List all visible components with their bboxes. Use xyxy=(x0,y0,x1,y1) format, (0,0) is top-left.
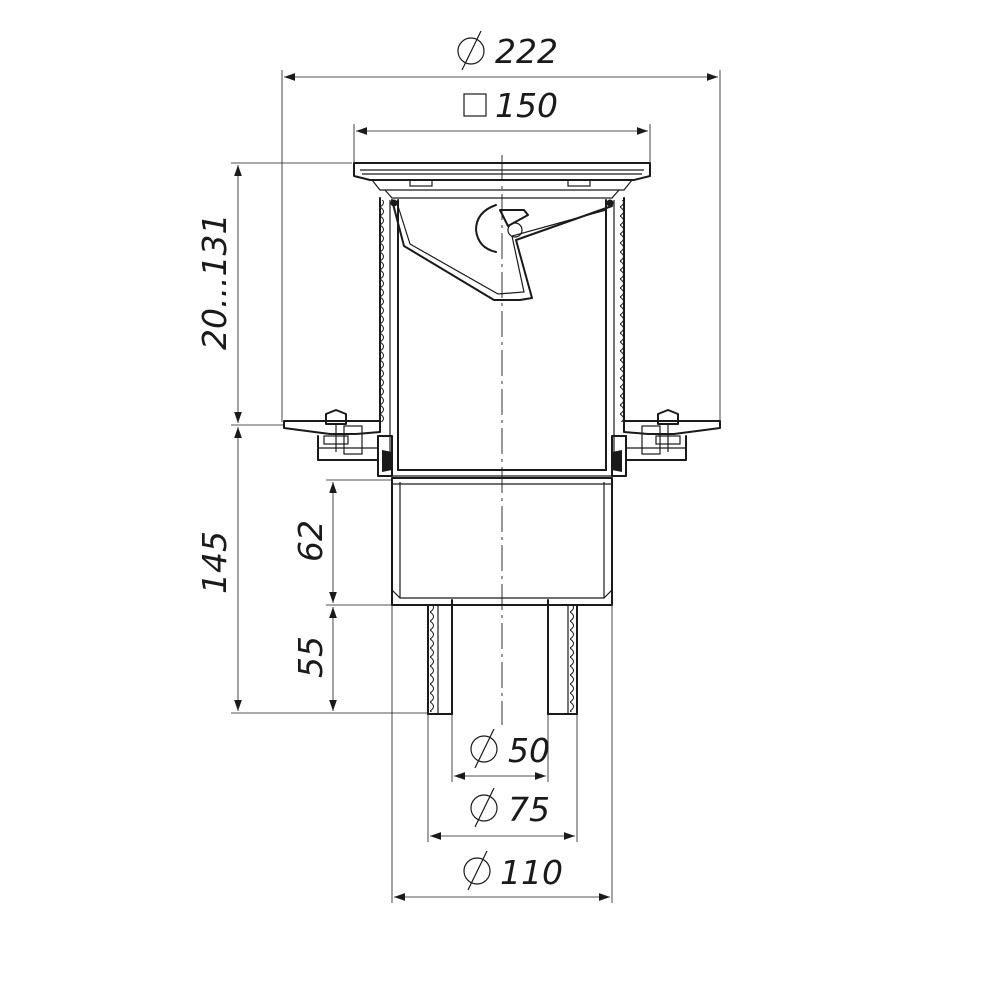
diameter-symbol-icon xyxy=(457,30,485,71)
dimension-label-222: 222 xyxy=(495,32,558,71)
dimension-label-75: 75 xyxy=(508,790,550,829)
dimension-height-62: 62 xyxy=(291,479,392,606)
odour-trap-flap xyxy=(391,199,613,301)
diameter-symbol-icon xyxy=(470,787,498,828)
dimension-label-145: 145 xyxy=(195,531,234,594)
dimension-label-50: 50 xyxy=(508,731,550,770)
dimension-label-55: 55 xyxy=(291,636,330,678)
dimension-height-55: 55 xyxy=(291,607,337,711)
clamp-flange-left xyxy=(283,409,393,477)
dimension-diameter-75: 75 xyxy=(427,714,578,842)
dimensions: 222 150 20...131 145 62 xyxy=(195,30,721,903)
square-symbol-icon xyxy=(463,93,487,117)
dimension-label-62: 62 xyxy=(291,520,330,562)
dimension-label-110: 110 xyxy=(500,853,563,892)
drain-body xyxy=(283,155,721,725)
dimension-height-145: 145 xyxy=(195,427,428,714)
clamp-flange-right xyxy=(611,409,721,477)
dimension-height-adjust: 20...131 xyxy=(195,162,352,426)
dimension-diameter-222: 222 xyxy=(281,30,721,422)
dimension-square-150: 150 xyxy=(353,86,651,162)
dimension-label-150: 150 xyxy=(495,86,558,125)
dimension-diameter-50: 50 xyxy=(451,714,550,782)
diameter-symbol-icon xyxy=(470,728,498,769)
outlet-spigot xyxy=(427,599,578,715)
dimension-diameter-110: 110 xyxy=(391,605,613,903)
diameter-symbol-icon xyxy=(463,850,491,891)
dimension-label-20-131: 20...131 xyxy=(195,214,234,350)
